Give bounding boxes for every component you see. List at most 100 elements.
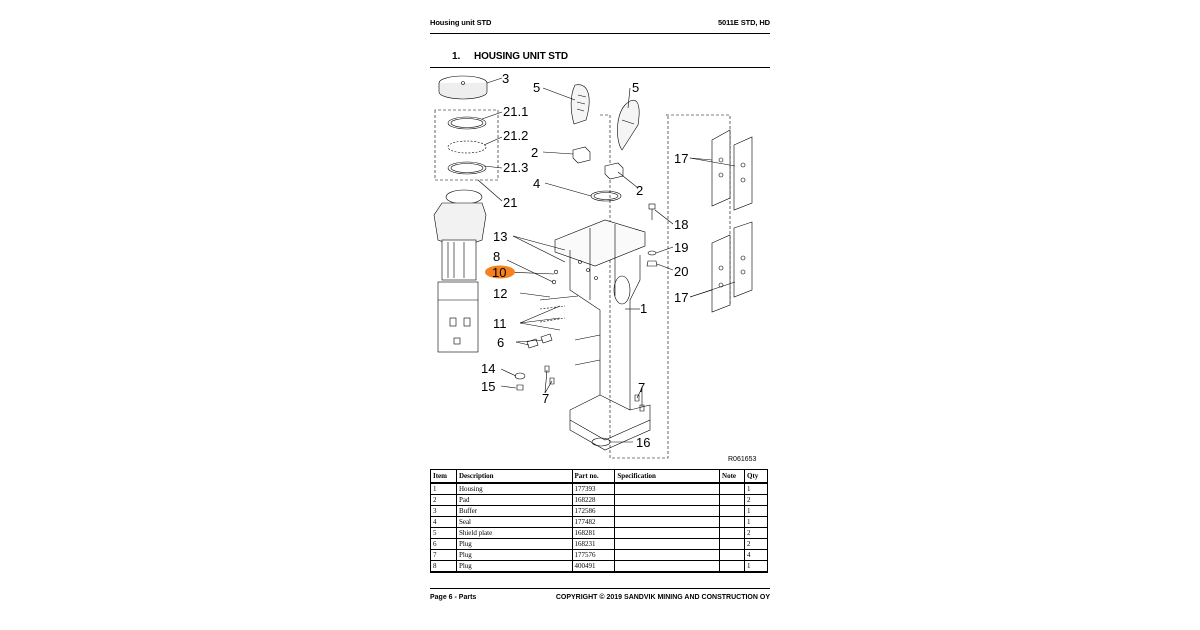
cell-description: Plug [455,560,573,573]
cell-description: Plug [455,538,573,550]
part-shield-plates-drawing [570,84,640,151]
callout-11: 11 [493,316,507,331]
cell-description: Shield plate [455,527,573,539]
callout-12: 12 [493,286,507,301]
cell-qty: 2 [744,527,768,539]
cell-specification [614,482,721,495]
cell-note [719,482,745,495]
cell-note [719,516,745,528]
cell-description: Pad [455,494,573,506]
cell-part-no: 168228 [571,494,616,506]
part-bottom-seal-drawing [591,437,611,447]
cell-qty: 1 [744,560,768,573]
parts-table-header-row: Item Description Part no. Specification … [430,469,768,484]
cell-specification [614,560,721,573]
cell-description: Plug [455,549,573,561]
cell-note [719,560,745,573]
callout-4: 4 [533,176,540,191]
callout-3: 3 [502,71,509,86]
cell-qty: 2 [744,494,768,506]
part-seal-rings-drawing [434,109,499,181]
footer-page-label: Page 6 - Parts [430,594,477,601]
cell-item: 4 [430,516,457,528]
callout-5-right: 5 [632,80,639,95]
header-rule [430,33,770,34]
cell-specification [614,494,721,506]
cell-part-no: 168231 [571,538,616,550]
callout-2-left: 2 [531,145,538,160]
part-bolt-set-drawing [646,203,658,267]
parts-table: Item Description Part no. Specification … [430,469,768,573]
cell-description: Seal [455,516,573,528]
cell-note [719,494,745,506]
cell-part-no: 172586 [571,505,616,517]
cell-note [719,527,745,539]
callout-17-top: 17 [674,151,688,166]
cell-specification [614,538,721,550]
cell-item: 1 [430,482,457,495]
callout-14: 14 [481,361,495,376]
cell-item: 8 [430,560,457,573]
callout-16: 16 [636,435,650,450]
part-wear-plates-drawing [711,129,753,313]
cell-description: Buffer [455,505,573,517]
section-number: 1. [452,51,461,62]
cell-part-no: 400491 [571,560,616,573]
callout-21-2: 21.2 [503,128,528,143]
cell-specification [614,516,721,528]
cell-part-no: 177393 [571,482,616,495]
header-document-title: Housing unit STD [430,18,492,27]
cell-item: 6 [430,538,457,550]
exploded-parts-diagram: 3 21.1 21.2 21.3 21 5 5 2 2 4 17 18 19 2… [433,71,757,463]
cell-qty: 1 [744,482,768,495]
part-hammer-drawing [433,189,487,353]
callout-21: 21 [503,195,517,210]
manual-page: Housing unit STD 5011E STD, HD 1. HOUSIN… [430,0,770,630]
callout-leader-lines [477,77,736,443]
col-header-qty: Qty [744,469,768,484]
cell-specification [614,505,721,517]
callout-15: 15 [481,379,495,394]
section-title: HOUSING UNIT STD [474,51,568,62]
callout-10: 10 [492,265,506,280]
cell-qty: 1 [744,505,768,517]
cell-qty: 2 [744,538,768,550]
cell-specification [614,549,721,561]
footer-rule [430,588,770,589]
col-header-description: Description [455,469,573,484]
callout-19: 19 [674,240,688,255]
cell-specification [614,527,721,539]
part-pads-drawing [572,146,624,180]
cell-note [719,538,745,550]
callout-10-highlight [485,265,515,279]
callout-6: 6 [497,335,504,350]
cell-qty: 1 [744,516,768,528]
callout-1: 1 [640,301,647,316]
cell-note [719,505,745,517]
cell-item: 7 [430,549,457,561]
callout-20: 20 [674,264,688,279]
cell-part-no: 177482 [571,516,616,528]
callout-17-bottom: 17 [674,290,688,305]
callout-2-right: 2 [636,183,643,198]
header-model-code: 5011E STD, HD [717,18,770,27]
part-housing-drawing [554,219,651,451]
cell-item: 5 [430,527,457,539]
col-header-part-no: Part no. [571,469,616,484]
callout-labels: 3 21.1 21.2 21.3 21 5 5 2 2 4 17 18 19 2… [481,71,688,450]
callout-7-right: 7 [638,380,645,395]
col-header-specification: Specification [614,469,721,484]
callout-5-left: 5 [533,80,540,95]
cell-note [719,549,745,561]
callout-7-left: 7 [542,391,549,406]
footer-copyright: COPYRIGHT © 2019 SANDVIK MINING AND CONS… [555,594,770,601]
col-header-note: Note [719,469,745,484]
